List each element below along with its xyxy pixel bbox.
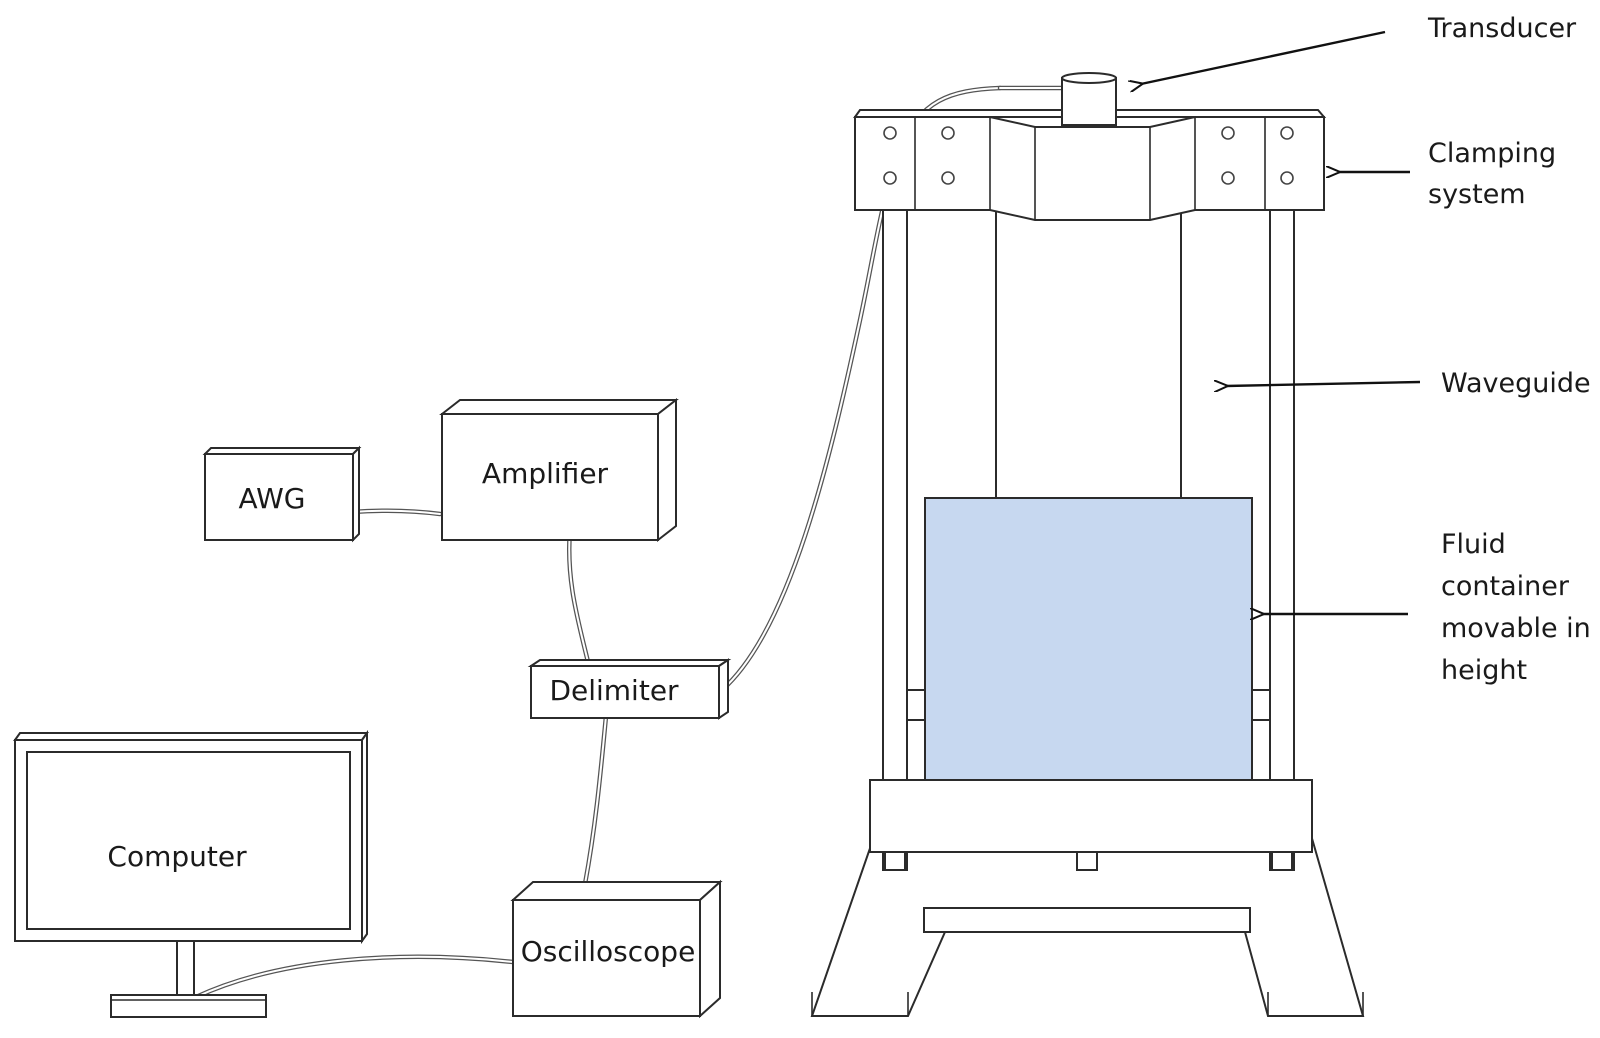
awg-device: AWG (202, 445, 362, 543)
label-waveguide: Waveguide (1441, 368, 1591, 399)
arrow-transducer (1141, 30, 1386, 84)
awg-label: AWG (238, 482, 305, 515)
label-clamping-line-1: Clamping (1428, 138, 1556, 169)
label-fluid-line-4: height (1441, 655, 1527, 686)
amplifier-device: Amplifier (439, 397, 679, 543)
annotation-labels: Transducer Clamping system Waveguide Flu… (1427, 13, 1591, 686)
cable-oscilloscope-computer (193, 954, 516, 1000)
delimiter-label: Delimiter (549, 674, 679, 707)
cable-awg-amplifier (349, 508, 443, 517)
label-fluid-line-3: movable in (1441, 613, 1591, 644)
waveguide (995, 209, 1182, 501)
rig-post-right (1269, 209, 1295, 871)
annotation-arrows (1141, 30, 1421, 614)
label-fluid-line-1: Fluid (1441, 529, 1506, 560)
base-tray (869, 779, 1313, 853)
amplifier-label: Amplifier (482, 457, 609, 490)
fluid-container (924, 497, 1253, 781)
label-clamping-line-2: system (1428, 179, 1526, 210)
clamping-system (853, 109, 1327, 221)
test-rig (810, 72, 1365, 1017)
delimiter-device: Delimiter (527, 658, 732, 720)
cable-delimiter-oscilloscope (582, 713, 609, 887)
computer-label: Computer (107, 840, 247, 873)
transducer (1061, 72, 1117, 126)
rig-post-left (882, 209, 908, 871)
cable-amplifier-delimiter (567, 527, 591, 665)
oscilloscope-label: Oscilloscope (521, 935, 696, 968)
label-transducer: Transducer (1427, 13, 1577, 44)
computer-device: Computer (13, 729, 369, 1018)
oscilloscope-device: Oscilloscope (510, 879, 723, 1019)
arrow-waveguide (1226, 382, 1421, 386)
label-fluid-line-2: container (1441, 571, 1570, 602)
